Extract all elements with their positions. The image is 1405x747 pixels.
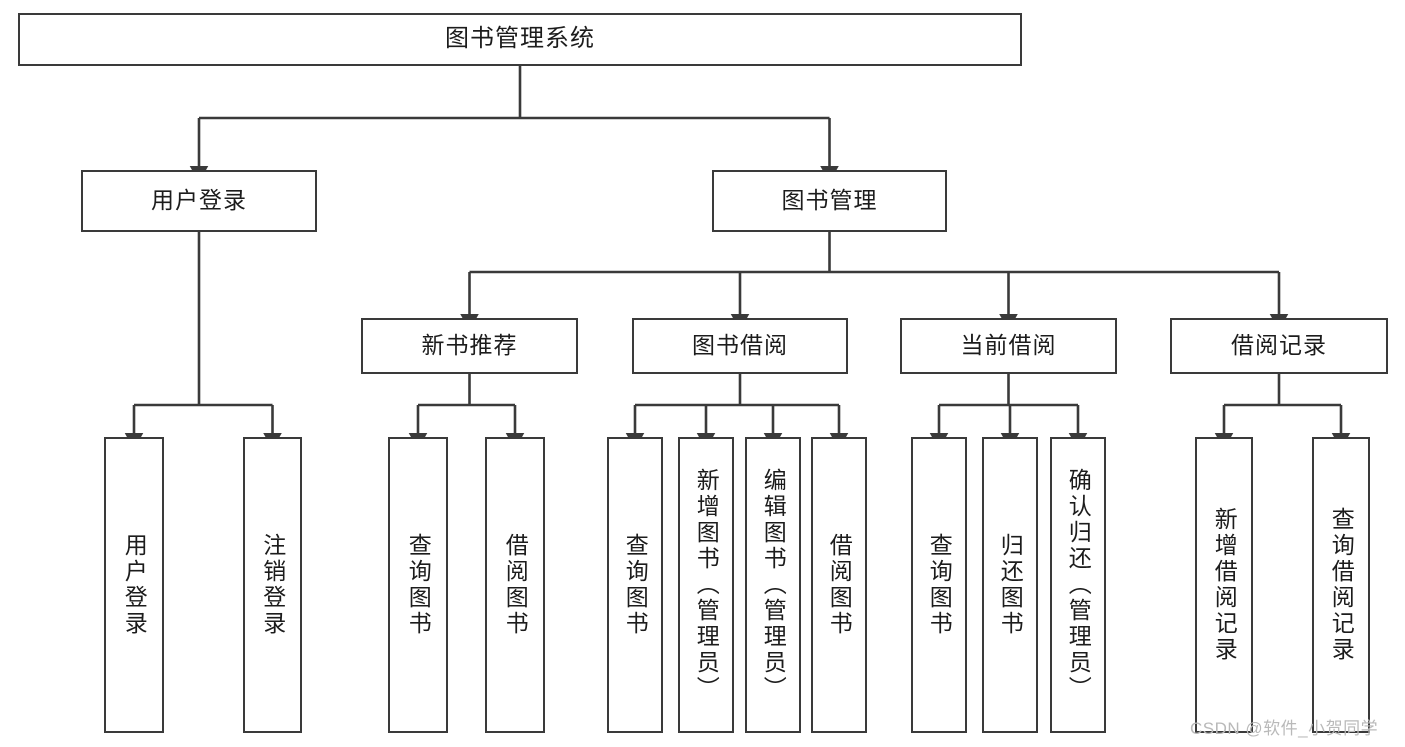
node-label: 编辑图书（管理员） bbox=[760, 468, 787, 702]
node-label: 查询图书 bbox=[622, 533, 649, 637]
node-label: 图书借阅 bbox=[692, 332, 788, 359]
node-new-book-recommend[interactable]: 新书推荐 bbox=[361, 318, 578, 374]
node-label: 查询图书 bbox=[926, 533, 953, 637]
node-leaf-query-borrow-record[interactable]: 查询借阅记录 bbox=[1312, 437, 1370, 733]
watermark-label: CSDN @软件_小贺同学 bbox=[1190, 719, 1379, 738]
node-label: 确认归还（管理员） bbox=[1065, 468, 1092, 702]
node-label: 借阅图书 bbox=[826, 533, 853, 637]
node-borrow-record[interactable]: 借阅记录 bbox=[1170, 318, 1388, 374]
node-leaf-add-borrow-record[interactable]: 新增借阅记录 bbox=[1195, 437, 1253, 733]
node-label: 用户登录 bbox=[151, 187, 247, 214]
node-leaf-query-book-recommend[interactable]: 查询图书 bbox=[388, 437, 448, 733]
node-leaf-query-book-current[interactable]: 查询图书 bbox=[911, 437, 967, 733]
node-leaf-query-book-borrow[interactable]: 查询图书 bbox=[607, 437, 663, 733]
node-label: 图书管理 bbox=[781, 187, 878, 214]
node-leaf-borrow-book-recommend[interactable]: 借阅图书 bbox=[485, 437, 545, 733]
node-leaf-return-book[interactable]: 归还图书 bbox=[982, 437, 1038, 733]
node-current-borrow[interactable]: 当前借阅 bbox=[900, 318, 1117, 374]
node-label: 查询图书 bbox=[405, 533, 432, 637]
node-label: 借阅图书 bbox=[502, 533, 529, 637]
node-leaf-logout[interactable]: 注销登录 bbox=[243, 437, 302, 733]
node-label: 借阅记录 bbox=[1231, 332, 1327, 359]
node-leaf-borrow-book[interactable]: 借阅图书 bbox=[811, 437, 867, 733]
node-label: 新书推荐 bbox=[421, 332, 518, 359]
node-label: 查询借阅记录 bbox=[1328, 507, 1355, 663]
node-book-manage[interactable]: 图书管理 bbox=[712, 170, 947, 232]
node-label: 用户登录 bbox=[121, 533, 148, 637]
node-label: 新增图书（管理员） bbox=[693, 468, 720, 702]
node-label: 注销登录 bbox=[259, 533, 286, 637]
node-book-borrow[interactable]: 图书借阅 bbox=[632, 318, 848, 374]
node-leaf-edit-book-admin[interactable]: 编辑图书（管理员） bbox=[745, 437, 801, 733]
node-user-login[interactable]: 用户登录 bbox=[81, 170, 317, 232]
node-leaf-add-book-admin[interactable]: 新增图书（管理员） bbox=[678, 437, 734, 733]
node-label: 归还图书 bbox=[997, 533, 1024, 637]
node-leaf-confirm-return-admin[interactable]: 确认归还（管理员） bbox=[1050, 437, 1106, 733]
node-label: 当前借阅 bbox=[960, 332, 1057, 359]
node-leaf-user-login[interactable]: 用户登录 bbox=[104, 437, 164, 733]
node-label: 图书管理系统 bbox=[445, 25, 595, 53]
node-label: 新增借阅记录 bbox=[1211, 507, 1238, 663]
node-root[interactable]: 图书管理系统 bbox=[18, 13, 1022, 66]
